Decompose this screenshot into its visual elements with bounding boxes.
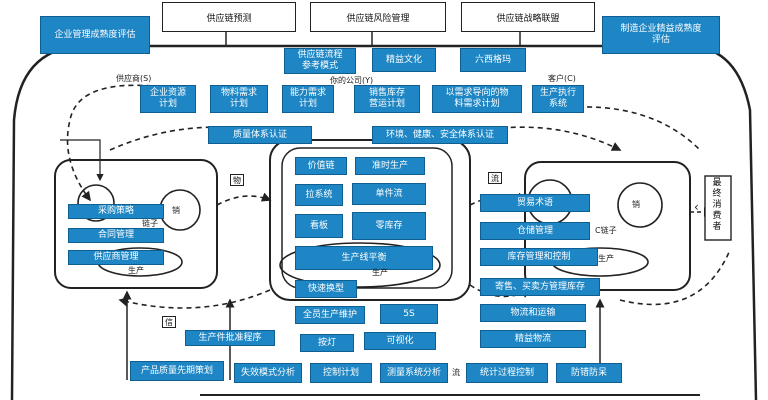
5s-box: 5S [380,304,438,324]
sop-box: 销售库存 营运计划 [354,85,420,113]
material-flow-label: 物 [230,174,244,186]
pull-system-box: 拉系统 [295,184,343,206]
tab-supply-chain-forecast: 供应链预测 [162,2,296,32]
logistics-transport-box: 物流和运输 [480,304,586,322]
purchase-strategy-box: 采购策略 [68,204,164,219]
contract-management-box: 合同管理 [68,228,164,243]
ddmrp-box: 以需求导向的物 料需求计划 [432,85,522,113]
enterprise-maturity-box: 企业管理成熟度评估 [40,16,150,54]
visualization-box: 可视化 [364,332,436,350]
quality-cert-box: 质量体系认证 [208,126,312,144]
jit-box: 准时生产 [355,157,425,175]
supplier-label: 供应商(S) [116,74,152,83]
tab-supply-chain-alliance: 供应链战略联盟 [461,2,595,32]
erp-box: 企业资源 计划 [140,85,196,113]
lean-logistics-box: 精益物流 [480,330,586,348]
right-production-text: 生产 [598,254,614,263]
left-chain-text: 链子 [142,219,158,228]
mrp-box: 物料需求 计划 [210,85,268,113]
chevron-left-icon: ‹ [694,200,699,214]
one-piece-flow-box: 单件流 [352,183,426,205]
kanban-box: 看板 [295,214,343,238]
center-production-text: 生产 [372,268,388,277]
zero-inventory-box: 零库存 [352,212,426,240]
left-panel [54,159,218,289]
mes-box: 生产执行 系统 [532,85,584,113]
scor-box: 供应链流程 参考模式 [284,48,356,74]
warehouse-management-box: 仓储管理 [480,222,590,240]
apqp-box: 产品质量先期策划 [130,361,224,381]
crp-box: 能力需求 计划 [282,85,334,113]
lean-maturity-box: 制造企业精益成熟度 评估 [602,16,720,54]
right-chain-text: C链子 [595,226,617,235]
company-label: 你的公司(Y) [330,76,374,85]
msa-box: 测量系统分析 [380,363,448,383]
trade-terms-box: 贸易术语 [480,194,590,212]
customer-label: 客户(C) [548,74,576,83]
right-sell-text: 销 [632,200,640,209]
tpm-box: 全员生产维护 [295,306,365,324]
fmea-box: 失效模式分析 [234,363,302,383]
final-consumer-label: 最终消费者 [712,178,722,232]
six-sigma-box: 六西格玛 [460,48,526,72]
left-production-text: 生产 [128,266,144,275]
center-panel [269,139,471,301]
consignment-vmi-box: 寄售、买卖方管理库存 [480,278,600,296]
ehs-cert-box: 环境、健康、安全体系认证 [372,126,508,144]
flow-label: 流 [488,172,502,184]
tab-supply-chain-risk: 供应链风险管理 [310,2,446,32]
line-balancing-box: 生产线平衡 [295,246,433,270]
andon-box: 按灯 [300,334,354,352]
value-chain-box: 价值链 [295,157,347,175]
left-sell-text: 销 [172,206,180,215]
poka-yoke-box: 防错防呆 [556,363,622,383]
control-plan-box: 控制计划 [310,363,372,383]
bottom-flow-text: 流 [452,368,460,377]
lean-culture-box: 精益文化 [372,48,436,72]
spc-box: 统计过程控制 [466,363,548,383]
supplier-management-box: 供应商管理 [68,250,164,265]
ppap-box: 生产件批准程序 [185,330,275,346]
smed-box: 快速换型 [295,280,357,298]
inventory-control-box: 库存管理和控制 [480,248,598,266]
info-flow-label: 信 [162,316,176,328]
